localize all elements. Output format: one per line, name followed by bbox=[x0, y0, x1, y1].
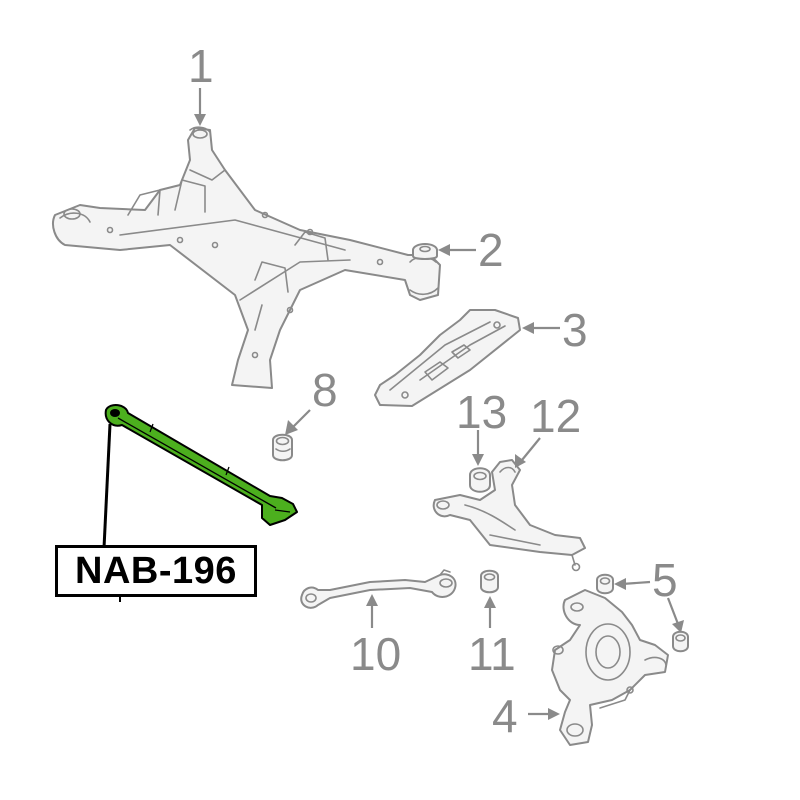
subframe-part-1[interactable] bbox=[52, 126, 441, 389]
callout-leader-8 bbox=[285, 409, 311, 435]
bushing-part-8[interactable] bbox=[272, 433, 293, 462]
upper-control-arm-part-12[interactable] bbox=[432, 459, 586, 572]
callout-leader-12 bbox=[515, 437, 541, 468]
highlighted-link-arm[interactable] bbox=[104, 404, 298, 526]
callout-leader-3 bbox=[522, 322, 560, 334]
callout-number-12: 12 bbox=[530, 390, 581, 442]
callout-number-10: 10 bbox=[350, 628, 401, 680]
bushing-part-5b[interactable] bbox=[672, 630, 689, 653]
callout-number-11: 11 bbox=[468, 628, 516, 680]
callout-number-8: 8 bbox=[312, 364, 338, 416]
callout-leader-5b bbox=[666, 597, 684, 633]
callout-leader-11 bbox=[484, 596, 496, 628]
callout-leader-5a bbox=[614, 578, 651, 590]
callout-number-4: 4 bbox=[492, 690, 518, 742]
part-number-text: NAB-196 bbox=[75, 549, 237, 592]
bracket-part-3[interactable] bbox=[374, 309, 521, 407]
callout-leader-10 bbox=[366, 594, 378, 628]
callout-number-3: 3 bbox=[562, 304, 588, 356]
callout-leader-1 bbox=[194, 88, 206, 126]
callout-leader-4 bbox=[528, 708, 560, 720]
bushing-part-2[interactable] bbox=[412, 243, 438, 260]
callout-leader-2 bbox=[438, 244, 476, 256]
arm-bushing-hole bbox=[110, 409, 120, 417]
bushing-part-11[interactable] bbox=[480, 569, 499, 594]
callout-number-1: 1 bbox=[188, 40, 214, 92]
part-number-label: NAB-196 bbox=[55, 545, 257, 597]
label-leader-line bbox=[102, 423, 112, 549]
callout-number-2: 2 bbox=[478, 224, 504, 276]
bushing-part-13[interactable] bbox=[469, 467, 491, 493]
bushing-part-5a[interactable] bbox=[596, 573, 614, 595]
lower-link-part-10[interactable] bbox=[300, 569, 457, 609]
callout-number-5: 5 bbox=[652, 554, 678, 606]
knuckle-part-4[interactable] bbox=[551, 589, 669, 746]
callout-leader-13 bbox=[472, 430, 484, 466]
callout-number-13: 13 bbox=[456, 386, 507, 438]
